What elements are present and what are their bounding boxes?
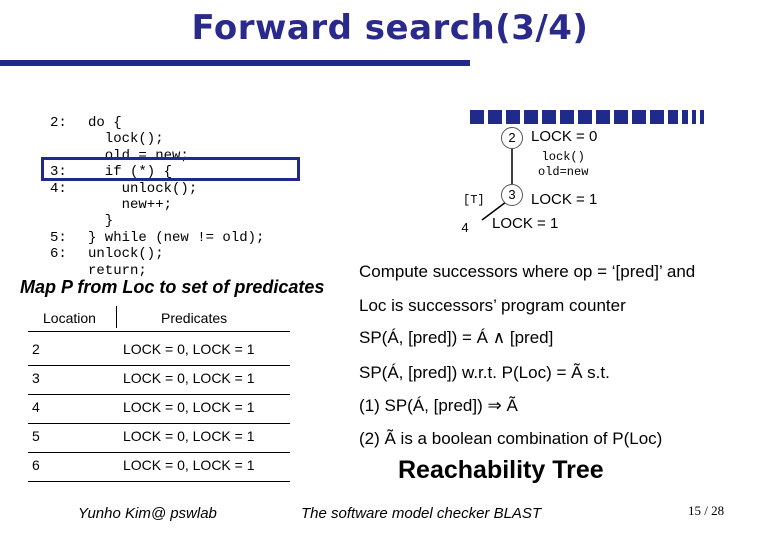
explanation-line-4: SP(Á, [pred]) w.r.t. P(Loc) = Ã s.t. (359, 363, 610, 382)
table-row: 5 LOCK = 0, LOCK = 1 (28, 424, 290, 452)
edge-2-3-label: lock() old=new (538, 150, 589, 179)
code-listing: do { lock(); old = new; if (*) { unlock(… (88, 115, 265, 279)
slide-title: Forward search(3/4) (191, 8, 589, 48)
predicates-table: Location Predicates 2 LOCK = 0, LOCK = 1… (28, 306, 290, 482)
code-highlight-box (41, 157, 300, 181)
tree-node-2: 2 (501, 127, 523, 149)
row-location: 3 (32, 370, 40, 386)
explanation-line-3: SP(Á, [pred]) = Á ∧ [pred] (359, 328, 554, 347)
table-row: 2 LOCK = 0, LOCK = 1 (28, 337, 290, 365)
row-location: 2 (32, 341, 40, 357)
header-divider (116, 306, 117, 328)
node-2-label: LOCK = 0 (531, 128, 598, 145)
tree-node-4: 4 (455, 218, 475, 238)
tree-node-3: 3 (501, 184, 523, 206)
code-line-numbers: 2: 3: 4: 5: 6: (50, 115, 67, 263)
explanation-line-2: Loc is successors’ program counter (359, 296, 626, 315)
row-predicates: LOCK = 0, LOCK = 1 (123, 428, 255, 444)
footer-title: The software model checker BLAST (301, 505, 542, 522)
explanation-line-1: Compute successors where op = ‘[pred]’ a… (359, 262, 696, 281)
table-header-location: Location (43, 310, 96, 326)
edge-3-4-label: [T] (463, 193, 485, 207)
table-row: 4 LOCK = 0, LOCK = 1 (28, 395, 290, 423)
row-predicates: LOCK = 0, LOCK = 1 (123, 341, 255, 357)
row-predicates: LOCK = 0, LOCK = 1 (123, 370, 255, 386)
node-4-label: LOCK = 1 (492, 215, 559, 232)
row-location: 5 (32, 428, 40, 444)
footer-author: Yunho Kim@ pswlab (78, 505, 217, 522)
title-underline-bar (0, 60, 470, 66)
tree-caption: Reachability Tree (398, 456, 604, 484)
page-number: 15 / 28 (688, 503, 725, 518)
table-row: 3 LOCK = 0, LOCK = 1 (28, 366, 290, 394)
row-predicates: LOCK = 0, LOCK = 1 (123, 399, 255, 415)
row-location: 6 (32, 457, 40, 473)
row-location: 4 (32, 399, 40, 415)
row-predicates: LOCK = 0, LOCK = 1 (123, 457, 255, 473)
map-heading: Map P from Loc to set of predicates (20, 277, 325, 297)
explanation-line-5: (1) SP(Á, [pred]) ⇒ Ã (359, 396, 518, 415)
reachability-tree-diagram (481, 148, 513, 221)
table-header-predicates: Predicates (161, 310, 228, 326)
decorative-squares (470, 55, 720, 124)
table-row: 6 LOCK = 0, LOCK = 1 (28, 453, 290, 481)
node-3-label: LOCK = 1 (531, 191, 598, 208)
explanation-line-6: (2) Ã is a boolean combination of P(Loc) (359, 429, 663, 448)
